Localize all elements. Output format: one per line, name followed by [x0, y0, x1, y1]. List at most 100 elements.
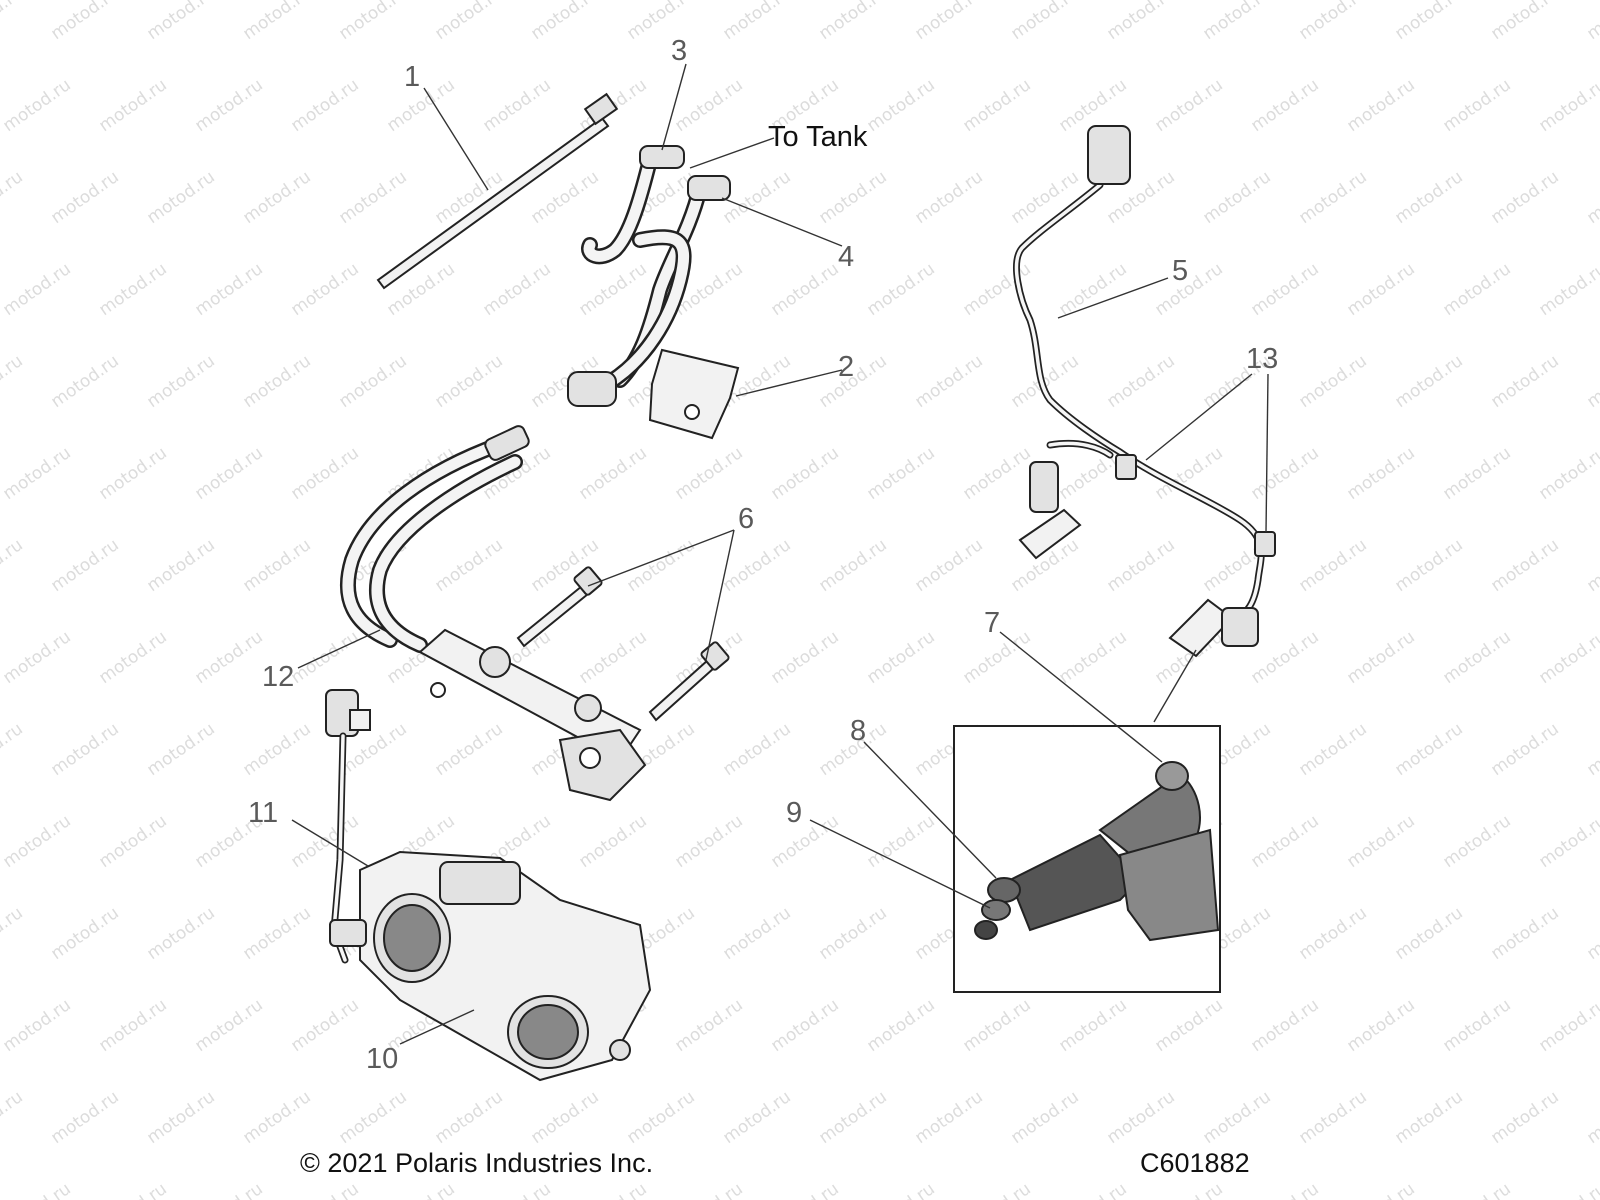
- watermark-text: motod.ru: [767, 995, 842, 1056]
- cable-tie-part: [376, 92, 619, 290]
- watermark-text: motod.ru: [1391, 719, 1466, 780]
- callout-2: 2: [838, 351, 854, 383]
- watermark-text: motod.ru: [1439, 1179, 1514, 1200]
- watermark-text: motod.ru: [1247, 443, 1322, 504]
- watermark-text: motod.ru: [911, 167, 986, 228]
- callout-labels: 1 3 4 2 5 13 6 12 7 8 9 11 10 To Tank: [248, 35, 1278, 1075]
- callout-8: 8: [850, 715, 866, 747]
- callout-13: 13: [1246, 343, 1278, 375]
- watermark-text: motod.ru: [0, 995, 75, 1056]
- watermark-text: motod.ru: [815, 1087, 890, 1148]
- watermark-text: motod.ru: [1295, 0, 1370, 44]
- watermark-text: motod.ru: [1583, 719, 1600, 780]
- watermark-text: motod.ru: [1439, 627, 1514, 688]
- watermark-text: motod.ru: [1487, 0, 1562, 44]
- watermark-text: motod.ru: [1295, 167, 1370, 228]
- watermark-text: motod.ru: [767, 1179, 842, 1200]
- watermark-text: motod.ru: [1295, 535, 1370, 596]
- watermark-text: motod.ru: [623, 535, 698, 596]
- watermark-text: motod.ru: [767, 259, 842, 320]
- watermark-text: motod.ru: [1343, 811, 1418, 872]
- bolt-upper: [516, 566, 603, 648]
- watermark-text: motod.ru: [287, 995, 362, 1056]
- watermark-text: motod.ru: [335, 167, 410, 228]
- watermark-text: motod.ru: [1007, 0, 1082, 44]
- watermark-text: motod.ru: [1487, 535, 1562, 596]
- hose-connector-3: [639, 145, 685, 169]
- watermark-text: motod.ru: [1055, 259, 1130, 320]
- watermark-text: motod.ru: [1439, 75, 1514, 136]
- watermark-text: motod.ru: [431, 351, 506, 412]
- watermark-text: motod.ru: [1439, 259, 1514, 320]
- callout-12: 12: [262, 661, 294, 693]
- watermark-text: motod.ru: [287, 811, 362, 872]
- watermark-text: motod.ru: [0, 535, 27, 596]
- watermark-text: motod.ru: [1247, 75, 1322, 136]
- watermark-text: motod.ru: [1055, 627, 1130, 688]
- watermark-text: motod.ru: [0, 1087, 27, 1148]
- watermark-text: motod.ru: [959, 75, 1034, 136]
- watermark-text: motod.ru: [815, 903, 890, 964]
- watermark-text: motod.ru: [719, 1087, 794, 1148]
- watermark-text: motod.ru: [719, 167, 794, 228]
- watermark-text: motod.ru: [575, 259, 650, 320]
- callout-6: 6: [738, 503, 754, 535]
- watermark-text: motod.ru: [719, 719, 794, 780]
- watermark-text: motod.ru: [623, 1087, 698, 1148]
- watermark-text: motod.ru: [575, 811, 650, 872]
- watermark-text: motod.ru: [911, 535, 986, 596]
- watermark-text: motod.ru: [1151, 1179, 1226, 1200]
- watermark-text: motod.ru: [239, 351, 314, 412]
- watermark-text: motod.ru: [143, 535, 218, 596]
- hose-connector-4: [687, 175, 731, 201]
- fuel-rail-assembly: [340, 425, 647, 802]
- callout-1: 1: [404, 61, 420, 93]
- watermark-text: motod.ru: [431, 719, 506, 780]
- watermark-text: motod.ru: [1151, 995, 1226, 1056]
- watermark-text: motod.ru: [95, 627, 170, 688]
- watermark-text: motod.ru: [671, 443, 746, 504]
- watermark-text: motod.ru: [1055, 995, 1130, 1056]
- watermark-text: motod.ru: [1391, 167, 1466, 228]
- watermark-text: motod.ru: [479, 259, 554, 320]
- watermark-text: motod.ru: [1391, 903, 1466, 964]
- watermark-text: motod.ru: [575, 627, 650, 688]
- watermark-text: motod.ru: [1343, 75, 1418, 136]
- watermark-text: motod.ru: [0, 0, 27, 44]
- watermark-text: motod.ru: [911, 1087, 986, 1148]
- watermark-text: motod.ru: [0, 443, 75, 504]
- watermark-text: motod.ru: [1295, 719, 1370, 780]
- hose-end-connector: [567, 371, 617, 407]
- wiring-harness-part: [1013, 125, 1276, 658]
- watermark-text: motod.ru: [0, 627, 75, 688]
- watermark-text: motod.ru: [671, 811, 746, 872]
- watermark-text: motod.ru: [1151, 259, 1226, 320]
- watermark-text: motod.ru: [1295, 1087, 1370, 1148]
- watermark-text: motod.ru: [1487, 1087, 1562, 1148]
- watermark-text: motod.ru: [143, 0, 218, 44]
- watermark-text: motod.ru: [143, 903, 218, 964]
- watermark-text: motod.ru: [1535, 75, 1600, 136]
- watermark-text: motod.ru: [1295, 351, 1370, 412]
- watermark-text: motod.ru: [815, 535, 890, 596]
- watermark-text: motod.ru: [959, 1179, 1034, 1200]
- watermark-text: motod.ru: [1247, 1179, 1322, 1200]
- watermark-text: motod.ru: [191, 995, 266, 1056]
- watermark-text: motod.ru: [1439, 811, 1514, 872]
- watermark-text: motod.ru: [0, 167, 27, 228]
- watermark-text: motod.ru: [767, 443, 842, 504]
- watermark-text: motod.ru: [1391, 351, 1466, 412]
- watermark-text: motod.ru: [527, 1087, 602, 1148]
- watermark-text: motod.ru: [1583, 1087, 1600, 1148]
- watermark-text: motod.ru: [1295, 903, 1370, 964]
- watermark-text: motod.ru: [431, 535, 506, 596]
- callout-9: 9: [786, 797, 802, 829]
- watermark-text: motod.ru: [0, 75, 75, 136]
- watermark-text: motod.ru: [527, 0, 602, 44]
- watermark-text: motod.ru: [863, 443, 938, 504]
- watermark-text: motod.ru: [287, 259, 362, 320]
- watermark-text: motod.ru: [767, 811, 842, 872]
- watermark-text: motod.ru: [95, 259, 170, 320]
